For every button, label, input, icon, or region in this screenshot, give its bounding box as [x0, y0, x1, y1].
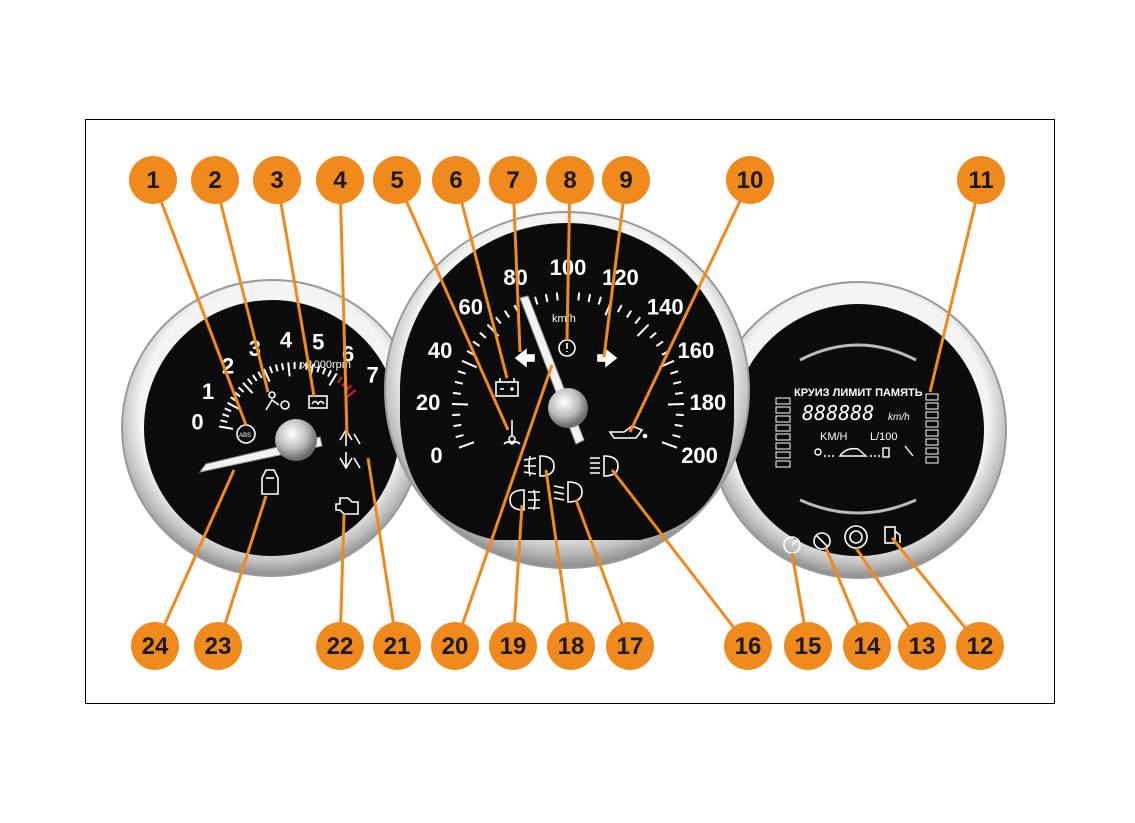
- tachometer-bezel: [122, 280, 422, 576]
- speedometer-tick: [668, 404, 684, 405]
- svg-text:ABS: ABS: [239, 433, 251, 439]
- callout-number: 14: [854, 633, 881, 660]
- callout-number: 17: [617, 633, 644, 660]
- tachometer-tick-label: 5: [312, 330, 324, 355]
- tachometer-tick: [282, 363, 283, 370]
- speedometer-tick: [675, 425, 683, 426]
- tachometer-tick-label: 4: [280, 327, 293, 352]
- callout-number: 24: [142, 633, 169, 660]
- callout-number: 5: [390, 167, 403, 194]
- callout-number: 18: [558, 633, 585, 660]
- speedometer-tick: [453, 393, 461, 394]
- speedometer-tick-label: 160: [678, 338, 715, 363]
- display-header: КРУИЗ ЛИМИТ ПАМЯТЬ: [794, 387, 923, 399]
- tachometer-tick-label: 0: [191, 410, 203, 435]
- callout-number: 21: [384, 633, 411, 660]
- tachometer-tick: [288, 362, 289, 376]
- display-label-consumption: L/100: [870, 431, 898, 443]
- speedometer-hub: [548, 388, 588, 428]
- callout-number: 6: [449, 167, 462, 194]
- callout-number: 7: [506, 167, 519, 194]
- speedometer-tick-label: 0: [430, 443, 442, 468]
- callout-number: 4: [333, 167, 347, 194]
- speedometer-tick-label: 20: [416, 390, 440, 415]
- callout-number: 16: [735, 633, 762, 660]
- callout-number: 13: [909, 633, 936, 660]
- speedometer-tick-label: 40: [428, 338, 452, 363]
- speedometer-tick: [453, 425, 461, 426]
- speedometer-tick-label: 180: [690, 390, 727, 415]
- tachometer-tick-label: 1: [202, 379, 214, 404]
- speedometer-tick-label: 200: [681, 443, 718, 468]
- speedometer-tick: [452, 404, 468, 405]
- display-digits: 888888: [802, 401, 874, 425]
- speedometer-unit: km/h: [552, 313, 576, 325]
- callout-number: 12: [967, 633, 994, 660]
- callout-number: 9: [619, 167, 632, 194]
- speedometer-tick: [578, 293, 579, 301]
- speedometer-tick: [675, 393, 683, 394]
- callout-number: 15: [795, 633, 822, 660]
- callout-number: 3: [270, 167, 283, 194]
- callout-number: 19: [500, 633, 527, 660]
- callout-number: 22: [327, 633, 354, 660]
- callout-number: 8: [563, 167, 576, 194]
- callout-number: 11: [968, 167, 993, 194]
- tachometer-tick-label: 7: [366, 363, 378, 388]
- callout-number: 2: [208, 167, 221, 194]
- display-label-speed: KM/H: [820, 431, 848, 443]
- callout-number: 20: [442, 633, 469, 660]
- speedometer-tick: [557, 293, 558, 301]
- display-unit: km/h: [888, 412, 910, 423]
- speedometer-tick-label: 120: [602, 265, 639, 290]
- info-display-bezel: [710, 282, 1006, 578]
- callout-number: 23: [205, 633, 232, 660]
- speedometer-tick-label: 140: [647, 294, 684, 319]
- tachometer-hub: [275, 419, 317, 461]
- callout-number: 10: [737, 167, 764, 194]
- speedometer-tick-label: 60: [459, 294, 483, 319]
- callout-number: 1: [146, 167, 159, 194]
